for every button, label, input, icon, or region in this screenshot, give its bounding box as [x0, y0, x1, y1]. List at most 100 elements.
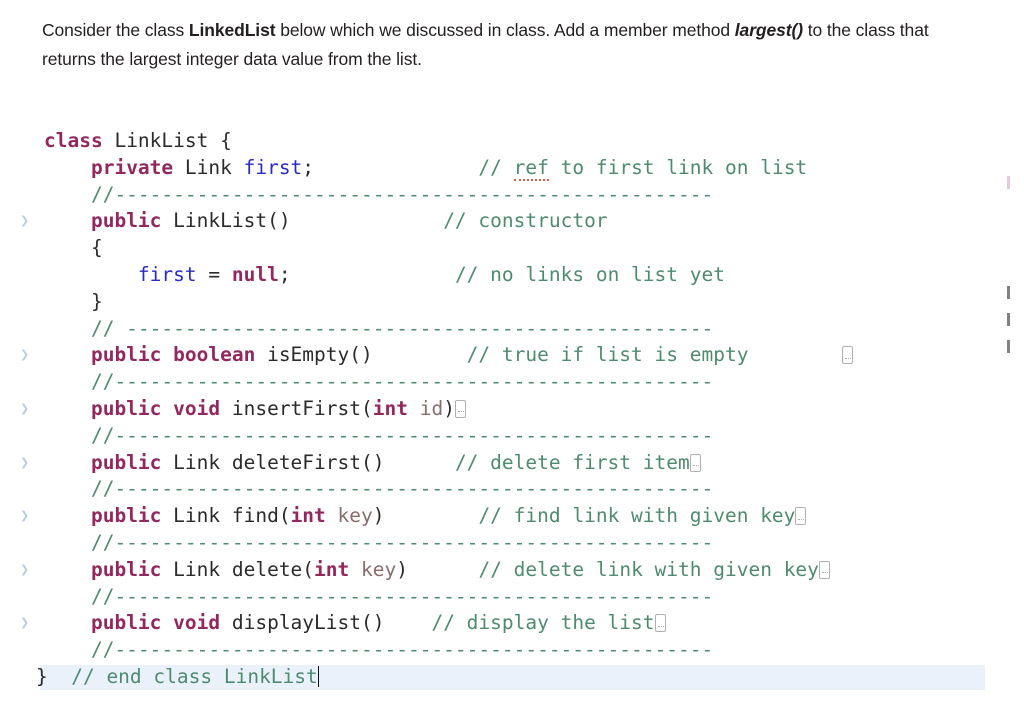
edge-clip-mark — [1007, 176, 1010, 189]
code-token: key — [361, 557, 397, 581]
code-line[interactable]: { — [0, 235, 1024, 262]
missing-glyph-box-icon — [454, 399, 466, 418]
code-token: int — [372, 396, 420, 420]
code-line-text: //--------------------------------------… — [44, 476, 713, 503]
code-token: ) — [396, 557, 408, 581]
code-line[interactable]: //--------------------------------------… — [0, 369, 1024, 396]
code-token — [44, 156, 91, 179]
code-line[interactable]: ❯ public void insertFirst(int id) — [0, 396, 1024, 423]
code-token: // no links on list yet — [443, 262, 725, 286]
code-line-text: { — [44, 235, 103, 262]
fold-chevron-icon[interactable]: ❯ — [20, 401, 30, 415]
code-token: //--------------------------------------… — [44, 584, 714, 608]
code-token: public — [90, 209, 174, 233]
code-token: isEmpty() — [267, 343, 373, 367]
prompt-text-part-2: below which we discussed in class. Add a… — [275, 20, 731, 40]
code-token: ; — [302, 155, 315, 179]
code-token: // find link with given key — [478, 504, 796, 528]
fold-chevron-icon[interactable]: ❯ — [20, 455, 30, 469]
missing-glyph-box-icon — [818, 560, 830, 579]
code-line[interactable]: } — [0, 289, 1024, 316]
prompt-method-name: largest() — [734, 20, 803, 40]
code-token: ; — [278, 262, 291, 286]
code-editor[interactable]: class LinkList { private Link first; // … — [0, 128, 1024, 718]
code-token: insertFirst( — [231, 396, 373, 420]
code-token — [44, 504, 91, 527]
code-line[interactable]: ❯ public Link find(int key) // find link… — [0, 503, 1024, 530]
code-line-text: //--------------------------------------… — [44, 182, 713, 209]
code-token — [44, 343, 91, 366]
edge-clip-mark — [1007, 313, 1010, 326]
code-token: public boolean — [90, 343, 268, 367]
code-line[interactable]: //--------------------------------------… — [0, 637, 1024, 664]
code-token: Link deleteFirst() — [173, 450, 385, 474]
code-line[interactable]: //--------------------------------------… — [0, 584, 1024, 611]
code-line[interactable]: ❯ public Link deleteFirst() // delete fi… — [0, 450, 1024, 477]
missing-glyph-box-icon — [654, 614, 666, 633]
code-token: class — [44, 129, 115, 152]
code-token — [44, 263, 138, 286]
code-line-text: public Link deleteFirst() // delete firs… — [44, 450, 701, 477]
code-token — [291, 209, 444, 232]
code-line-text: public void insertFirst(int id) — [44, 396, 466, 423]
code-token — [748, 343, 842, 366]
code-line-text: public void displayList() // display the… — [44, 610, 666, 637]
code-token: key — [337, 504, 373, 528]
code-line[interactable]: //--------------------------------------… — [0, 423, 1024, 450]
code-token — [44, 558, 91, 581]
fold-chevron-icon[interactable]: ❯ — [20, 509, 30, 523]
code-token: displayList() — [231, 611, 385, 635]
code-line[interactable]: private Link first; // ref to first link… — [0, 155, 1024, 182]
prompt-class-name: LinkedList — [188, 20, 276, 40]
code-token: ) — [372, 504, 385, 528]
code-token — [384, 611, 431, 634]
code-line[interactable]: class LinkList { — [0, 128, 1024, 155]
code-token: // delete first item — [454, 450, 690, 474]
code-token: id — [419, 396, 444, 420]
code-token — [291, 263, 444, 286]
code-line-text: //--------------------------------------… — [44, 423, 713, 450]
code-line-container[interactable]: class LinkList { private Link first; // … — [0, 128, 1024, 691]
missing-glyph-box-icon — [842, 346, 854, 365]
fold-chevron-icon[interactable]: ❯ — [20, 616, 30, 630]
code-token: // — [478, 155, 514, 179]
code-token — [44, 397, 91, 420]
code-token: Link — [184, 155, 244, 179]
code-line[interactable]: first = null; // no links on list yet — [0, 262, 1024, 289]
code-token — [44, 209, 91, 232]
code-line[interactable]: } // end class LinkList — [0, 664, 1024, 691]
edge-clip-mark — [1007, 286, 1010, 299]
code-token: //--------------------------------------… — [44, 530, 714, 554]
fold-chevron-icon[interactable]: ❯ — [20, 348, 30, 362]
code-line[interactable]: ❯ public void displayList() // display t… — [0, 610, 1024, 637]
code-line[interactable]: //--------------------------------------… — [0, 182, 1024, 209]
code-line[interactable]: ❯ public Link delete(int key) // delete … — [0, 557, 1024, 584]
code-line-text: // -------------------------------------… — [44, 316, 713, 343]
code-line[interactable]: ❯ public LinkList() // constructor — [0, 208, 1024, 235]
code-line-text: //--------------------------------------… — [44, 369, 713, 396]
code-line-text: } // end class LinkList — [36, 664, 320, 691]
code-token: LinkList { — [114, 129, 232, 152]
missing-glyph-box-icon — [795, 507, 807, 526]
fold-chevron-icon[interactable]: ❯ — [20, 214, 30, 228]
code-token — [44, 611, 91, 634]
code-token: = — [196, 262, 232, 286]
fold-chevron-icon[interactable]: ❯ — [20, 562, 30, 576]
code-line[interactable]: // -------------------------------------… — [0, 316, 1024, 343]
code-token — [314, 156, 478, 179]
code-token: // -------------------------------------… — [44, 316, 714, 340]
code-line[interactable]: ❯ public boolean isEmpty() // true if li… — [0, 342, 1024, 369]
prompt-text-part-3: to the class that returns the largest in… — [42, 20, 929, 69]
code-line-text: //--------------------------------------… — [44, 530, 713, 557]
missing-glyph-box-icon — [689, 453, 701, 472]
code-token: ) — [443, 396, 455, 420]
code-line[interactable]: //--------------------------------------… — [0, 476, 1024, 503]
code-token: null — [231, 262, 279, 286]
code-token — [408, 558, 478, 581]
code-token — [385, 504, 479, 527]
code-token: // true if list is empty — [466, 343, 749, 367]
code-token — [44, 451, 91, 474]
text-cursor — [317, 665, 320, 687]
code-token: private — [90, 155, 185, 179]
code-line[interactable]: //--------------------------------------… — [0, 530, 1024, 557]
